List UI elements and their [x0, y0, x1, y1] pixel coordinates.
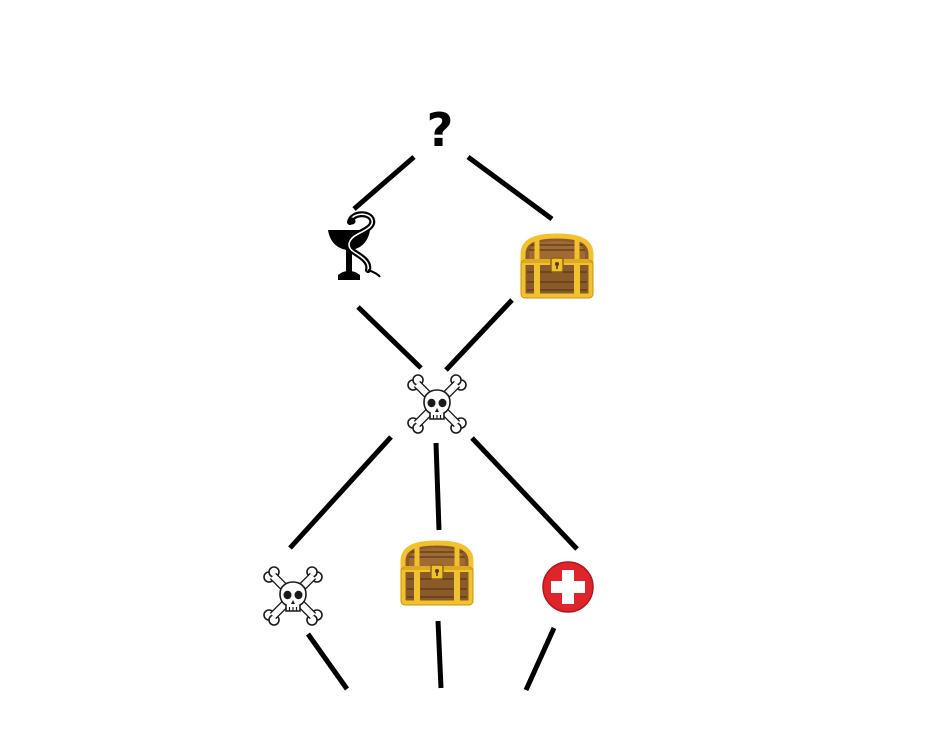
skull-crossbones-icon: [264, 567, 322, 625]
path-line: [444, 298, 514, 372]
path-line: [466, 154, 554, 222]
bowl-of-hygieia-icon: [328, 214, 380, 280]
treasure-chest-icon: [401, 543, 473, 605]
map-node-treasure[interactable]: [401, 543, 473, 605]
map-node-enemy[interactable]: [408, 375, 466, 433]
path-line: [352, 155, 416, 211]
map-node-treasure[interactable]: [521, 236, 593, 298]
path-line: [433, 442, 442, 531]
path-line: [523, 626, 557, 692]
path-line: [470, 436, 579, 551]
red-cross-icon: [542, 561, 594, 613]
question-mark-icon: ?: [427, 103, 454, 157]
treasure-chest-icon: [521, 236, 593, 298]
map-paths: [288, 154, 579, 692]
path-line: [356, 305, 423, 370]
path-line: [305, 632, 350, 691]
map-node-rest[interactable]: [542, 561, 594, 613]
skull-crossbones-icon: [408, 375, 466, 433]
map-node-unknown[interactable]: ?: [427, 103, 454, 157]
map-node-shop[interactable]: [328, 214, 380, 280]
path-line: [435, 620, 444, 689]
map-node-enemy[interactable]: [264, 567, 322, 625]
path-line: [288, 435, 393, 550]
